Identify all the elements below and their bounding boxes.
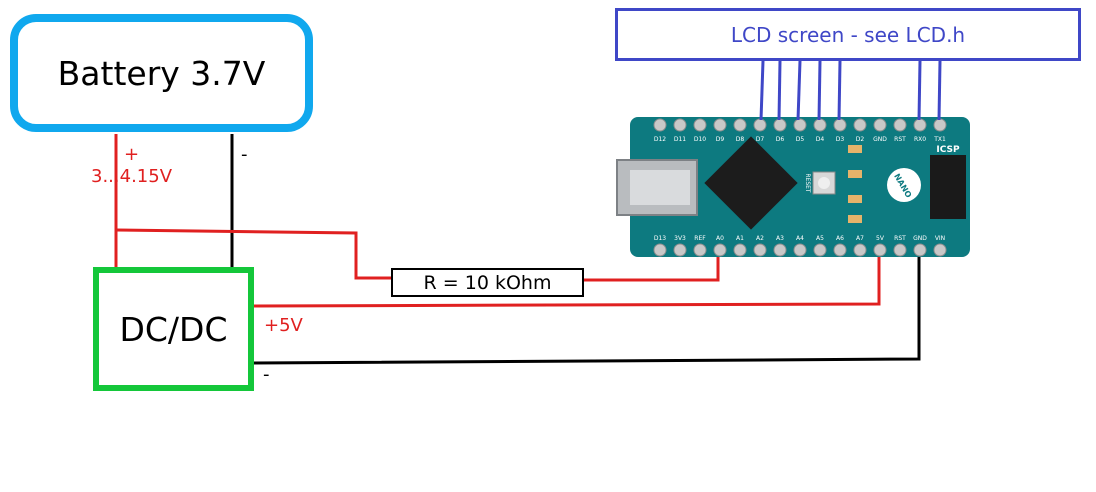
pin-label-d9: D9 [716,136,725,143]
pin-label-a7: A7 [856,235,864,242]
pin-d9 [713,118,727,132]
dcdc-plus5v-label: +5V [264,315,303,336]
pin-label-rst: RST [894,235,906,242]
pin-label-3v3: 3V3 [674,235,686,242]
pin-label-d7: D7 [756,136,765,143]
dcdc-label: DC/DC [119,309,228,349]
battery-box: Battery 3.7V [10,14,313,132]
battery-plus-label: + [124,144,140,165]
lcd-label: LCD screen - see LCD.h [730,22,966,47]
icsp-header [930,155,966,219]
pin-label-a0: A0 [716,235,724,242]
pin-label-a4: A4 [796,235,804,242]
pin-rst [893,118,907,132]
pin-d11 [673,118,687,132]
lcd-screen-box: LCD screen - see LCD.h [615,8,1081,61]
pin-label-a3: A3 [776,235,784,242]
pin-label-tx1: TX1 [933,136,946,143]
pin-label-ref: REF [694,235,706,242]
pin-label-d3: D3 [836,136,845,143]
pin-d5 [793,118,807,132]
pin-tx1 [933,118,947,132]
pin-a5 [813,243,827,257]
pin-label-a2: A2 [756,235,764,242]
pin-d10 [693,118,707,132]
pin-label-d12: D12 [654,136,666,143]
dcdc-converter-box: DC/DC [93,267,254,391]
pin-rx0 [913,118,927,132]
pin-label-d10: D10 [694,136,706,143]
pin-d2 [853,118,867,132]
pin-label-gnd: GND [873,136,887,143]
lcd-wires [759,60,942,121]
pin-label-d4: D4 [816,136,825,143]
pin-label-vin: VIN [935,235,945,242]
pin-d4 [813,118,827,132]
pin-a3 [773,243,787,257]
sense-wire [115,228,391,280]
pin-vin [933,243,947,257]
battery-label: Battery 3.7V [57,53,266,93]
dcdc-ground-wire [253,257,921,365]
pin-a2 [753,243,767,257]
pin-label-d8: D8 [736,136,745,143]
pin-label-a1: A1 [736,235,744,242]
pin-label-d6: D6 [776,136,785,143]
pin-a0 [713,243,727,257]
pin-d8 [733,118,747,132]
pin-label-5v: 5V [876,235,885,242]
pin-label-rst: RST [894,136,906,143]
icsp-label: ICSP [936,145,960,155]
pin-d12 [653,118,667,132]
reset-label: RESET [804,173,811,193]
pin-d7 [753,118,767,132]
battery-minus-label: - [241,144,248,165]
pin-a7 [853,243,867,257]
microcontroller-chip [704,136,798,230]
pin-rst [893,243,907,257]
pin-3v3 [673,243,687,257]
pin-d3 [833,118,847,132]
pin-a4 [793,243,807,257]
pin-label-d13: D13 [654,235,666,242]
pin-d13 [653,243,667,257]
pin-label-d11: D11 [674,136,686,143]
resistor-box: R = 10 kOhm [391,268,584,297]
pin-label-rx0: RX0 [914,136,926,143]
pin-d6 [773,118,787,132]
pin-label-a6: A6 [836,235,844,242]
battery-voltage-range-label: 3...4.15V [91,166,173,187]
pin-label-gnd: GND [913,235,927,242]
dcdc-minus-label: - [263,364,270,385]
pin-gnd [873,118,887,132]
pin-label-d2: D2 [856,136,865,143]
pin-label-d5: D5 [796,136,805,143]
pin-gnd [913,243,927,257]
resistor-to-a0-wire [584,257,720,282]
pin-5v [873,243,887,257]
dcdc-5v-wire [253,257,881,308]
pin-label-a5: A5 [816,235,824,242]
pin-a1 [733,243,747,257]
pin-ref [693,243,707,257]
resistor-label: R = 10 kOhm [423,271,552,294]
pin-a6 [833,243,847,257]
